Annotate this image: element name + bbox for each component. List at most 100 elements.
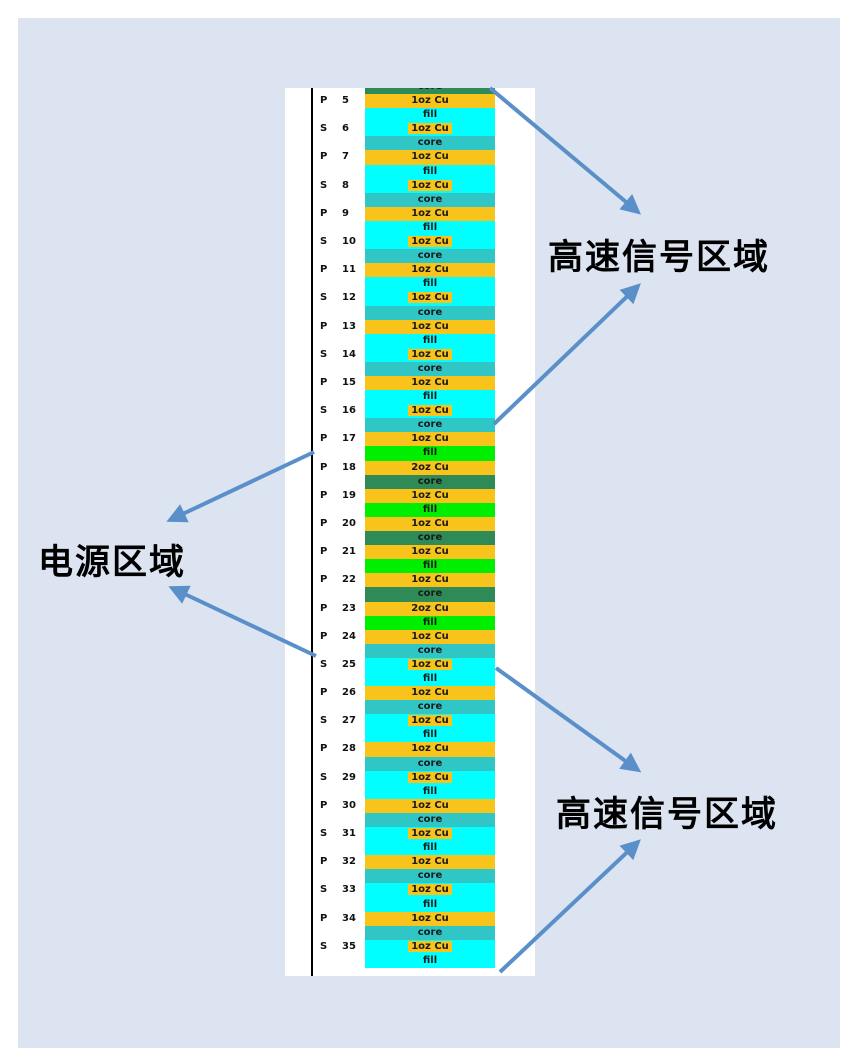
- layer-type: P: [320, 912, 328, 924]
- layer-material: fill: [422, 221, 438, 233]
- layer-band: 1oz Cu: [365, 657, 495, 672]
- layer-material: core: [417, 870, 443, 882]
- stackup-row: fill: [285, 728, 535, 743]
- layer-material: fill: [422, 334, 438, 346]
- layer-type: S: [320, 884, 328, 896]
- layer-type: P: [320, 799, 328, 811]
- stackup-row: fill: [285, 446, 535, 461]
- layer-band: 1oz Cu: [365, 206, 495, 221]
- layer-material: 1oz Cu: [408, 574, 452, 586]
- layer-material: core: [417, 813, 443, 825]
- layer-type: P: [320, 461, 328, 473]
- layer-number: 27: [342, 715, 356, 727]
- layer-type: P: [320, 377, 328, 388]
- stackup-row: fill: [285, 672, 535, 687]
- layer-band: fill: [365, 559, 495, 574]
- layer-band: core: [365, 418, 495, 433]
- layer-number: 29: [342, 771, 356, 783]
- layer-material: 1oz Cu: [408, 940, 452, 952]
- layer-number: 18: [342, 461, 356, 473]
- layer-band: 1oz Cu: [365, 150, 495, 165]
- stackup-row: P 30 1oz Cu: [285, 798, 535, 813]
- layer-number: 34: [342, 912, 356, 924]
- stackup-row: core: [285, 474, 535, 489]
- layer-material: 1oz Cu: [408, 348, 452, 360]
- layer-type: P: [320, 574, 328, 586]
- layer-material: fill: [422, 278, 438, 290]
- layer-type: P: [320, 207, 328, 219]
- layer-band: 1oz Cu: [365, 911, 495, 926]
- layer-number: 20: [342, 517, 356, 529]
- layer-type: P: [320, 95, 328, 107]
- layer-material: fill: [422, 673, 438, 684]
- layer-band: fill: [365, 841, 495, 856]
- stackup-row: fill: [285, 953, 535, 968]
- layer-number: 22: [342, 574, 356, 586]
- layer-number: 31: [342, 828, 356, 840]
- layer-material: 2oz Cu: [408, 602, 452, 614]
- layer-material: 1oz Cu: [408, 320, 452, 332]
- stackup-row: core: [285, 643, 535, 658]
- layer-band: core: [365, 88, 495, 95]
- layer-band: core: [365, 192, 495, 207]
- arrow-power-2: [168, 585, 317, 658]
- layer-band: fill: [365, 615, 495, 630]
- layer-band: 1oz Cu: [365, 770, 495, 785]
- layer-material: fill: [422, 109, 438, 121]
- layer-material: fill: [422, 842, 438, 854]
- layer-band: core: [365, 587, 495, 602]
- layer-band: 1oz Cu: [365, 122, 495, 137]
- layer-band: 1oz Cu: [365, 742, 495, 757]
- layer-material: core: [417, 137, 443, 149]
- layer-material: fill: [422, 560, 438, 572]
- layer-material: 1oz Cu: [408, 715, 452, 727]
- stackup-row: fill: [285, 841, 535, 856]
- layer-number: 14: [342, 348, 356, 360]
- layer-band: fill: [365, 108, 495, 123]
- layer-material: core: [417, 701, 443, 713]
- layer-material: core: [417, 193, 443, 205]
- stackup-row: core: [285, 812, 535, 828]
- layer-material: core: [417, 250, 443, 262]
- layer-material: 1oz Cu: [408, 489, 452, 501]
- layer-number: 33: [342, 884, 356, 896]
- layer-number: 30: [342, 799, 356, 811]
- layer-number: 25: [342, 658, 356, 670]
- arrow-bottom-to-high-speed-2: [498, 839, 641, 974]
- layer-band: 1oz Cu: [365, 235, 495, 250]
- layer-material: core: [417, 926, 443, 938]
- stackup-row: fill: [285, 108, 535, 123]
- stackup-row: core: [285, 192, 535, 207]
- layer-type: S: [320, 658, 328, 670]
- layer-number: 10: [342, 236, 356, 248]
- arrow-top-to-high-speed-2: [492, 283, 641, 426]
- layer-type: P: [320, 517, 328, 529]
- layer-material: fill: [422, 898, 438, 910]
- layer-material: fill: [422, 165, 438, 177]
- layer-number: 6: [342, 123, 349, 135]
- layer-band: core: [365, 249, 495, 264]
- layer-band: 1oz Cu: [365, 798, 495, 813]
- layer-material: fill: [422, 954, 438, 966]
- layer-material: fill: [422, 447, 438, 459]
- layer-band: 1oz Cu: [365, 263, 495, 278]
- layer-material: 1oz Cu: [408, 828, 452, 840]
- layer-band: core: [365, 925, 495, 940]
- layer-material: fill: [422, 729, 438, 741]
- stackup-row: core: [285, 136, 535, 151]
- layer-material: core: [417, 419, 443, 431]
